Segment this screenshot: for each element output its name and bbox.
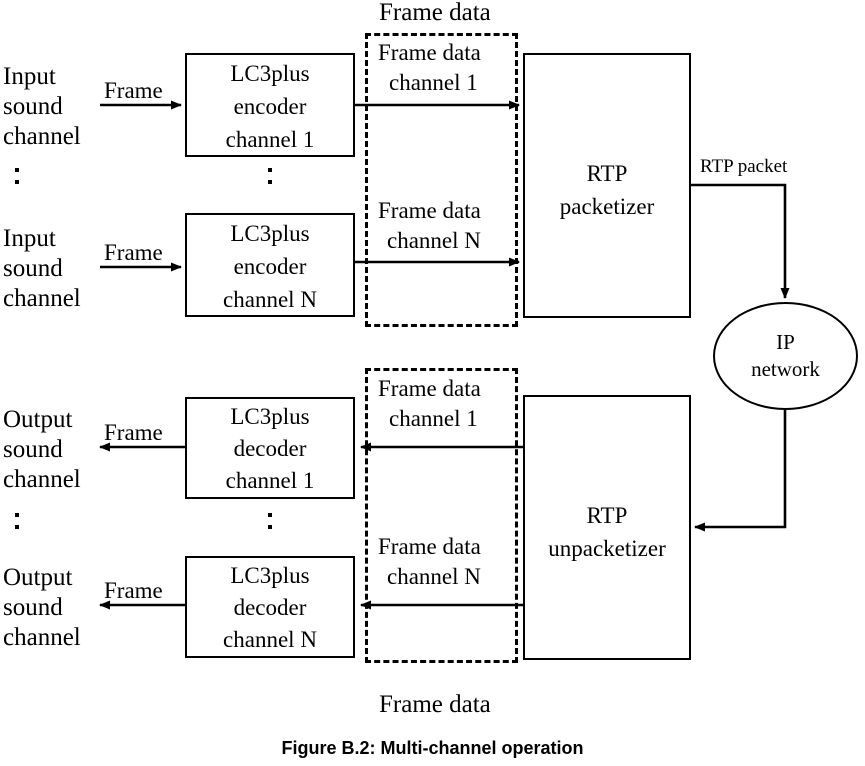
ellipsis-output-channels [6, 513, 28, 537]
rtp-unpacketizer-box: RTP unpacketizer [523, 395, 691, 660]
output-sound-channel-1-line1: Output [3, 406, 73, 433]
unpacketizer-line1: RTP [586, 503, 628, 528]
decoder-box-channel-1: LC3plus decoder channel 1 [185, 397, 355, 499]
encoder-n-line1: LC3plus [230, 221, 310, 246]
ip-network-ellipse: IP network [713, 302, 858, 410]
frame-data-dec-1-line1: Frame data [378, 376, 481, 401]
network-line1: IP [776, 330, 795, 354]
arrow-network-to-unpacketizer [694, 410, 787, 532]
input-sound-channel-2-line3: channel [3, 285, 81, 312]
encoder-1-line1: LC3plus [230, 61, 310, 86]
output-sound-channel-2-line3: channel [3, 624, 81, 651]
output-sound-channel-2-line2: sound [3, 594, 63, 621]
decoder-1-line3: channel 1 [225, 468, 315, 493]
packetizer-line2: packetizer [559, 194, 655, 219]
input-sound-channel-2-line2: sound [3, 255, 63, 282]
output-sound-channel-1-line3: channel [3, 466, 81, 493]
frame-data-dec-n-line1: Frame data [378, 534, 481, 559]
unpacketizer-line2: unpacketizer [548, 536, 666, 561]
arrow-packetizer-to-network [691, 183, 790, 299]
ellipsis-decoder-boxes [259, 513, 281, 537]
encoder-box-channel-n: LC3plus encoder channel N [185, 213, 355, 317]
decoder-n-line3: channel N [223, 627, 317, 652]
frame-label-input-1: Frame [104, 78, 163, 103]
output-sound-channel-2-line1: Output [3, 564, 73, 591]
decoder-box-channel-n: LC3plus decoder channel N [185, 556, 355, 658]
frame-data-enc-n-line2: channel N [387, 228, 481, 253]
dashed-frame-data-group-decoder [365, 368, 518, 663]
frame-label-output-1: Frame [104, 420, 163, 445]
frame-data-dec-n-line2: channel N [387, 564, 481, 589]
decoder-1-line2: decoder [233, 436, 307, 461]
encoder-1-line2: encoder [233, 94, 307, 119]
bottom-group-label: Frame data [379, 691, 491, 718]
encoder-box-channel-1: LC3plus encoder channel 1 [185, 53, 355, 157]
output-sound-channel-1-line2: sound [3, 436, 63, 463]
dashed-frame-data-group-encoder [365, 33, 518, 327]
input-sound-channel-1-line2: sound [3, 93, 63, 120]
rtp-packetizer-box: RTP packetizer [523, 53, 691, 318]
encoder-1-line3: channel 1 [225, 127, 315, 152]
frame-label-input-2: Frame [104, 240, 163, 265]
figure-caption: Figure B.2: Multi-channel operation [281, 738, 584, 758]
frame-label-output-2: Frame [104, 578, 163, 603]
frame-data-enc-1-line2: channel 1 [389, 70, 478, 95]
ellipsis-encoder-boxes [259, 168, 281, 192]
frame-data-enc-n-line1: Frame data [378, 198, 481, 223]
input-sound-channel-1-line3: channel [3, 123, 81, 150]
frame-data-dec-1-line2: channel 1 [389, 406, 478, 431]
encoder-n-line3: channel N [223, 287, 317, 312]
frame-data-enc-1-line1: Frame data [378, 40, 481, 65]
encoder-n-line2: encoder [233, 254, 307, 279]
decoder-n-line2: decoder [233, 595, 307, 620]
packetizer-line1: RTP [586, 161, 628, 186]
decoder-1-line1: LC3plus [230, 404, 310, 429]
network-line2: network [751, 357, 820, 381]
input-sound-channel-2-line1: Input [3, 225, 56, 252]
rtp-packet-label: RTP packet [700, 156, 788, 177]
ellipsis-input-channels [6, 168, 28, 192]
top-group-label: Frame data [379, 0, 491, 26]
decoder-n-line1: LC3plus [230, 563, 310, 588]
input-sound-channel-1-line1: Input [3, 63, 56, 90]
